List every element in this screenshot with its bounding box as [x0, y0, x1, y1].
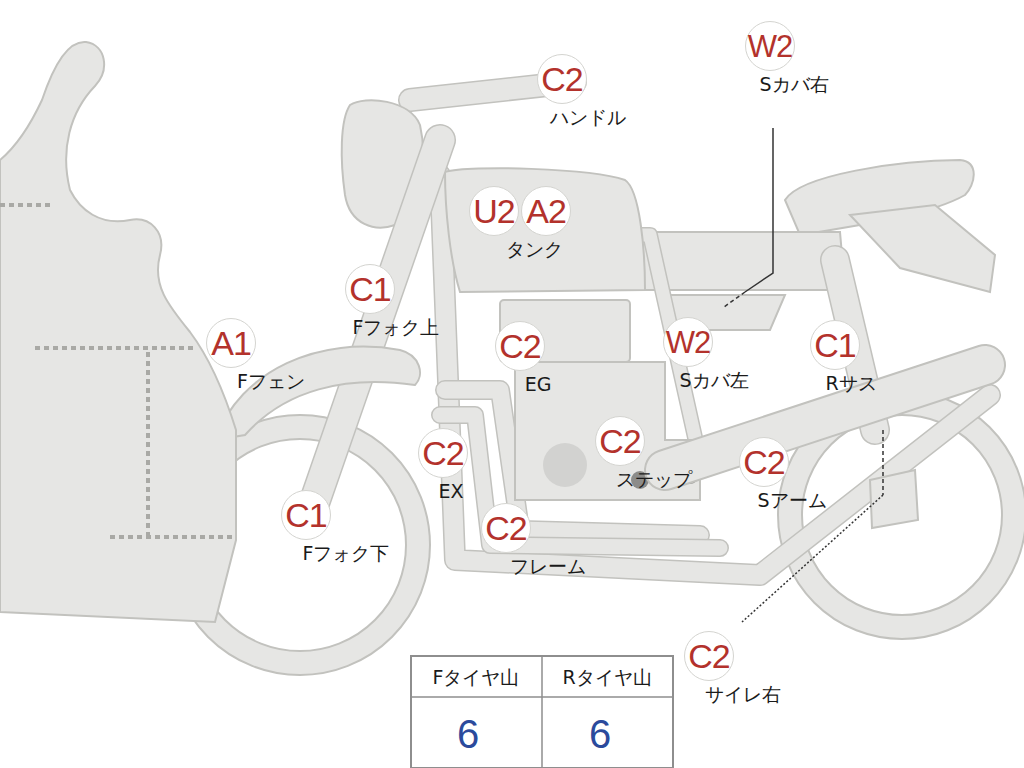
part-name: Sカバ右 [759, 73, 828, 96]
damage-callout: C1Fフォク上 [327, 264, 414, 339]
part-name: ハンドル [550, 106, 626, 129]
part-name: サイレ右 [705, 683, 781, 706]
part-name: Fフォク下 [303, 542, 390, 565]
table-header: Fタイヤ山 [433, 668, 520, 687]
damage-callout: C2EX [418, 428, 468, 503]
callout-code: C1 [345, 264, 395, 314]
callout-code: C1 [281, 490, 331, 540]
callout-code: C2 [418, 428, 468, 478]
callout-code: A1 [206, 318, 256, 368]
part-name: Fフォク上 [353, 316, 440, 339]
callout-code: U2 [469, 186, 519, 236]
damage-callout: C2ステップ [582, 416, 658, 491]
callout-code: C2 [481, 503, 531, 553]
damage-callout: C1Rサス [809, 320, 860, 395]
callout-code: C2 [739, 437, 789, 487]
damage-callout: C2サイレ右 [671, 631, 747, 706]
callout-code: W2 [663, 317, 713, 367]
part-name: Rサス [825, 372, 876, 395]
damage-callout: A1Fフェン [197, 318, 265, 393]
part-name: Fフェン [237, 370, 305, 393]
table-header: Rタイヤ山 [562, 668, 651, 687]
damage-callout: C2ハンドル [524, 54, 600, 129]
callout-code: C2 [537, 54, 587, 104]
table-value: 6 [457, 714, 479, 754]
part-name: フレーム [510, 555, 586, 578]
part-name: EX [438, 480, 463, 503]
damage-callout: C2EG [495, 321, 545, 396]
table-value: 6 [589, 714, 611, 754]
callout-code: C2 [495, 321, 545, 371]
part-name: Sカバ左 [679, 369, 748, 392]
damage-callout: C2フレーム [468, 503, 544, 578]
callout-code: C1 [810, 320, 860, 370]
damage-callout: U2 [469, 186, 519, 236]
part-name: ステップ [616, 468, 692, 491]
part-name: タンク [506, 238, 563, 261]
damage-callout: A2タンク [518, 186, 575, 261]
callout-code: C2 [684, 631, 734, 681]
callout-code: C2 [595, 416, 645, 466]
damage-callout: W2Sカバ右 [735, 21, 804, 96]
callout-code: W2 [745, 21, 795, 71]
callout-code: A2 [521, 186, 571, 236]
damage-callout: C1Fフォク下 [263, 490, 350, 565]
part-name: Sアーム [757, 489, 826, 512]
part-name: EG [525, 373, 552, 396]
damage-callout: W2Sカバ左 [653, 317, 722, 392]
damage-callout: C2Sアーム [729, 437, 798, 512]
